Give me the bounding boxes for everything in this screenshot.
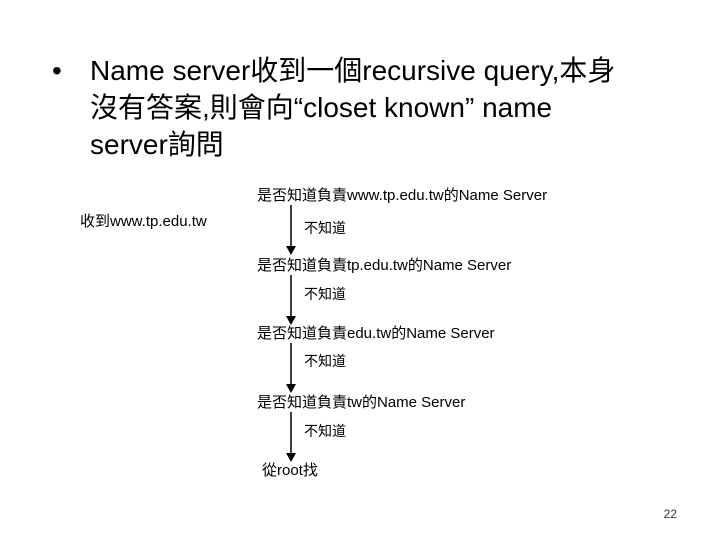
- down-arrow-4: [286, 412, 296, 462]
- main-bullet: • Name server收到一個recursive query,本身 沒有答案…: [52, 52, 672, 163]
- answer-label-3: 不知道: [304, 353, 346, 369]
- final-step-label: 從root找: [262, 462, 318, 479]
- query-label-1: 是否知道負責www.tp.edu.tw的Name Server: [257, 187, 548, 204]
- query-label-4: 是否知道負責tw的Name Server: [257, 394, 466, 411]
- bullet-text: Name server收到一個recursive query,本身 沒有答案,則…: [90, 52, 672, 163]
- down-arrow-2: [286, 275, 296, 325]
- query-label-3: 是否知道負責edu.tw的Name Server: [257, 325, 495, 342]
- bullet-line-1: Name server收到一個recursive query,本身: [90, 55, 616, 86]
- bullet-line-2: 沒有答案,則會向“closet known” name: [90, 92, 553, 123]
- answer-label-4: 不知道: [304, 423, 346, 439]
- start-label: 收到www.tp.edu.tw: [80, 213, 207, 230]
- down-arrow-3: [286, 343, 296, 393]
- bullet-line-3: server詢問: [90, 129, 224, 160]
- down-arrow-1: [286, 205, 296, 255]
- bullet-marker: •: [52, 55, 62, 86]
- answer-label-1: 不知道: [304, 220, 346, 236]
- page-number: 22: [663, 507, 677, 521]
- query-label-2: 是否知道負責tp.edu.tw的Name Server: [257, 257, 512, 274]
- answer-label-2: 不知道: [304, 286, 346, 302]
